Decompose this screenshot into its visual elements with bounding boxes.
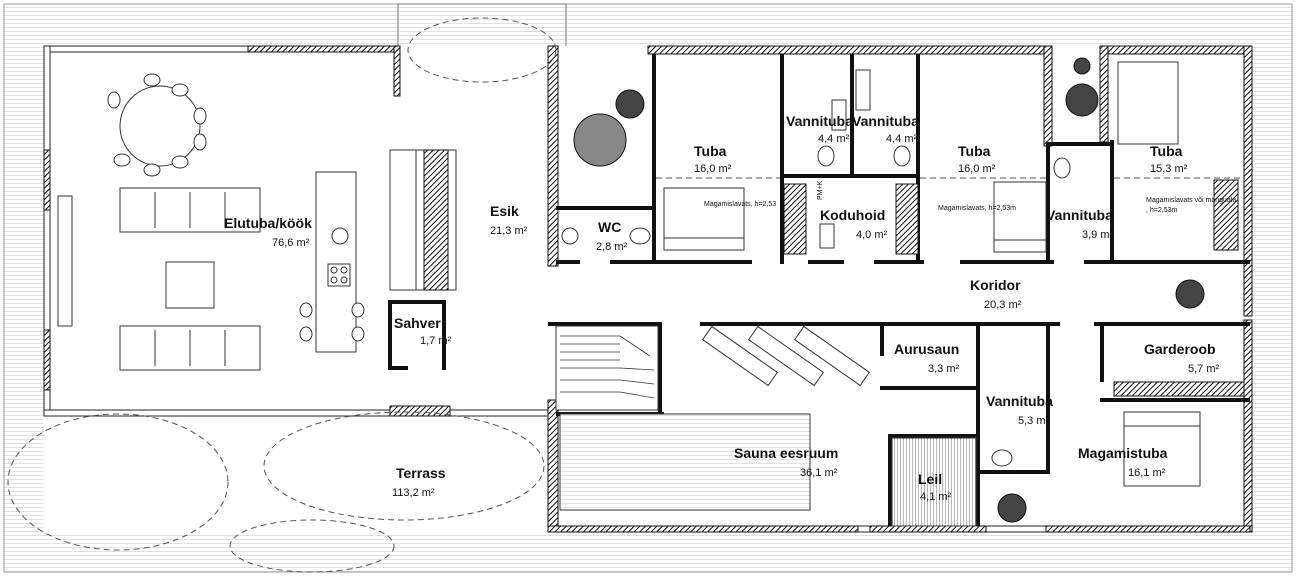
room-wc-name: WC: [598, 219, 621, 235]
kitchen-counter: [389, 149, 457, 291]
room-terrass-area: 113,2 m²: [392, 487, 435, 499]
outer-walls: [43, 45, 1253, 533]
room-sahver-name: Sahver: [394, 315, 441, 331]
kitchen-island: [299, 171, 365, 353]
bed-tuba3: [1117, 61, 1179, 145]
room-magamistuba-area: 16,1 m²: [1128, 467, 1166, 479]
staircase: [555, 325, 659, 411]
room-sauna-eesruum-name: Sauna eesruum: [734, 445, 838, 461]
note-magamislavats-1: Magamislavats, h=2,53: [704, 201, 776, 208]
room-vannituba2-area: 4,4 m²: [886, 133, 918, 145]
room-vannituba4-name: Vannituba: [986, 393, 1053, 409]
notes: Magamislavats, h=2,53 Magamislavats, h=2…: [704, 180, 1236, 214]
sanitary: [561, 69, 1071, 467]
room-elutuba-name: Elutuba/köök: [224, 215, 312, 231]
wardrobe: [1113, 381, 1245, 397]
room-elutuba-area: 76,6 m²: [272, 237, 310, 249]
tv-unit: [57, 195, 73, 327]
room-sauna-eesruum-area: 36,1 m²: [800, 467, 838, 479]
leil-bench: [891, 437, 977, 527]
room-tuba3-area: 15,3 m²: [1150, 163, 1188, 175]
room-garderoob-area: 5,7 m²: [1188, 363, 1220, 375]
plants: [573, 57, 1205, 523]
note-magamislavats-3: Magamislavats või mänguala: [1146, 197, 1236, 204]
room-wc-area: 2,8 m²: [596, 241, 628, 253]
loungers: [701, 325, 871, 387]
room-garderoob-name: Garderoob: [1144, 341, 1216, 357]
room-koridor-name: Koridor: [970, 277, 1021, 293]
note-magamislavats-2: Magamislavats, h=2,53m: [938, 205, 1016, 212]
note-magamislavats-3b: , h=2,53m: [1146, 207, 1177, 214]
room-tuba1-name: Tuba: [694, 143, 727, 159]
room-terrass-name: Terrass: [396, 465, 446, 481]
sofa-bottom: [119, 325, 261, 371]
room-leil-area: 4,1 m²: [920, 491, 952, 503]
room-tuba3-name: Tuba: [1150, 143, 1183, 159]
room-koduhoid-name: Koduhoid: [820, 207, 885, 223]
room-esik-area: 21,3 m²: [490, 225, 528, 237]
bed-tuba2: [993, 181, 1047, 253]
room-koridor-area: 20,3 m²: [984, 299, 1022, 311]
room-labels: Elutuba/köök 76,6 m² Esik 21,3 m² Sahver…: [224, 113, 1220, 503]
terrace-outlines: [7, 17, 557, 573]
bed-tuba1: [663, 187, 745, 251]
room-vannituba3-name: Vannituba: [1046, 207, 1113, 223]
room-vannituba1-name: Vannituba: [786, 113, 853, 129]
room-leil-name: Leil: [918, 471, 942, 487]
room-vannituba1-area: 4,4 m²: [818, 133, 850, 145]
pool: [559, 413, 811, 511]
room-koduhoid-area: 4,0 m²: [856, 229, 888, 241]
room-vannituba2-name: Vannituba: [852, 113, 919, 129]
room-sahver-area: 1,7 m²: [420, 335, 452, 347]
note-pmk: PM+K: [817, 180, 824, 200]
room-tuba2-name: Tuba: [958, 143, 991, 159]
room-aurusaun-area: 3,3 m²: [928, 363, 960, 375]
room-vannituba3-area: 3,9 m²: [1082, 229, 1114, 241]
room-aurusaun-name: Aurusaun: [894, 341, 959, 357]
coffee-table: [165, 261, 215, 309]
room-tuba2-area: 16,0 m²: [958, 163, 996, 175]
dining-table: [107, 73, 207, 177]
bed-magamistuba: [1123, 411, 1201, 487]
room-esik-name: Esik: [490, 203, 519, 219]
sofa-top: [119, 187, 261, 233]
ladders: [783, 179, 1239, 255]
room-vannituba4-area: 5,3 m²: [1018, 415, 1050, 427]
room-tuba1-area: 16,0 m²: [694, 163, 732, 175]
room-magamistuba-name: Magamistuba: [1078, 445, 1168, 461]
